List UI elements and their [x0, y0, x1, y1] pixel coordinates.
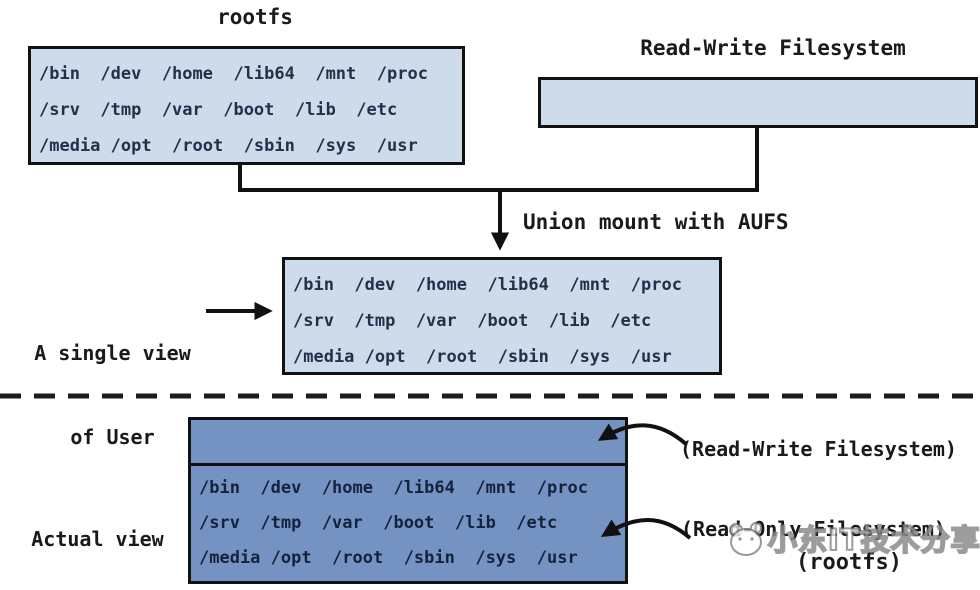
union-view-box: /bin /dev /home /lib64 /mnt /proc /srv /… [282, 257, 722, 375]
read-write-layer-annotation: (Read-Write Filesystem) [680, 437, 957, 461]
rootfs-title: rootfs [217, 5, 293, 29]
rootfs-box-rows: /bin /dev /home /lib64 /mnt /proc /srv /… [31, 49, 462, 164]
mascot-face-icon [729, 522, 762, 556]
user-view-label: A single view of User [15, 283, 210, 507]
kernel-view-box: /bin /dev /home /lib64 /mnt /proc /srv /… [188, 417, 628, 584]
fs-row: /srv /tmp /var /boot /lib /etc [199, 513, 558, 533]
fs-row: /bin /dev /home /lib64 /mnt /proc [199, 478, 588, 498]
read-write-fs-box [538, 77, 978, 128]
fs-row: /srv /tmp /var /boot /lib /etc [293, 311, 652, 331]
kernel-ro-layer: /bin /dev /home /lib64 /mnt /proc /srv /… [191, 466, 625, 576]
read-write-fs-title: Read-Write Filesystem [640, 36, 906, 60]
fs-row: /media /opt /root /sbin /sys /usr [293, 347, 672, 367]
union-box-rows: /bin /dev /home /lib64 /mnt /proc /srv /… [285, 260, 719, 375]
fs-row: /srv /tmp /var /boot /lib /etc [39, 100, 398, 120]
fs-row: /media /opt /root /sbin /sys /usr [39, 136, 418, 156]
fs-row: /bin /dev /home /lib64 /mnt /proc [293, 275, 682, 295]
fs-row: /bin /dev /home /lib64 /mnt /proc [39, 64, 428, 84]
user-view-label-line1: A single view [34, 341, 191, 365]
kernel-rw-layer [191, 420, 625, 466]
watermark: 小东IT技术分享 [726, 516, 980, 560]
kernel-view-label-line1: Actual view [31, 527, 164, 551]
watermark-text: 小东IT技术分享 [767, 522, 980, 558]
kernel-view-label: Actual view of kernel [10, 469, 185, 590]
user-view-label-line2: of User [70, 425, 155, 449]
rootfs-box: /bin /dev /home /lib64 /mnt /proc /srv /… [28, 46, 465, 165]
fs-row: /media /opt /root /sbin /sys /usr [199, 548, 578, 568]
union-mount-label: Union mount with AUFS [523, 210, 789, 234]
rootfs-layer-annotation: (rootfs) [796, 550, 902, 575]
